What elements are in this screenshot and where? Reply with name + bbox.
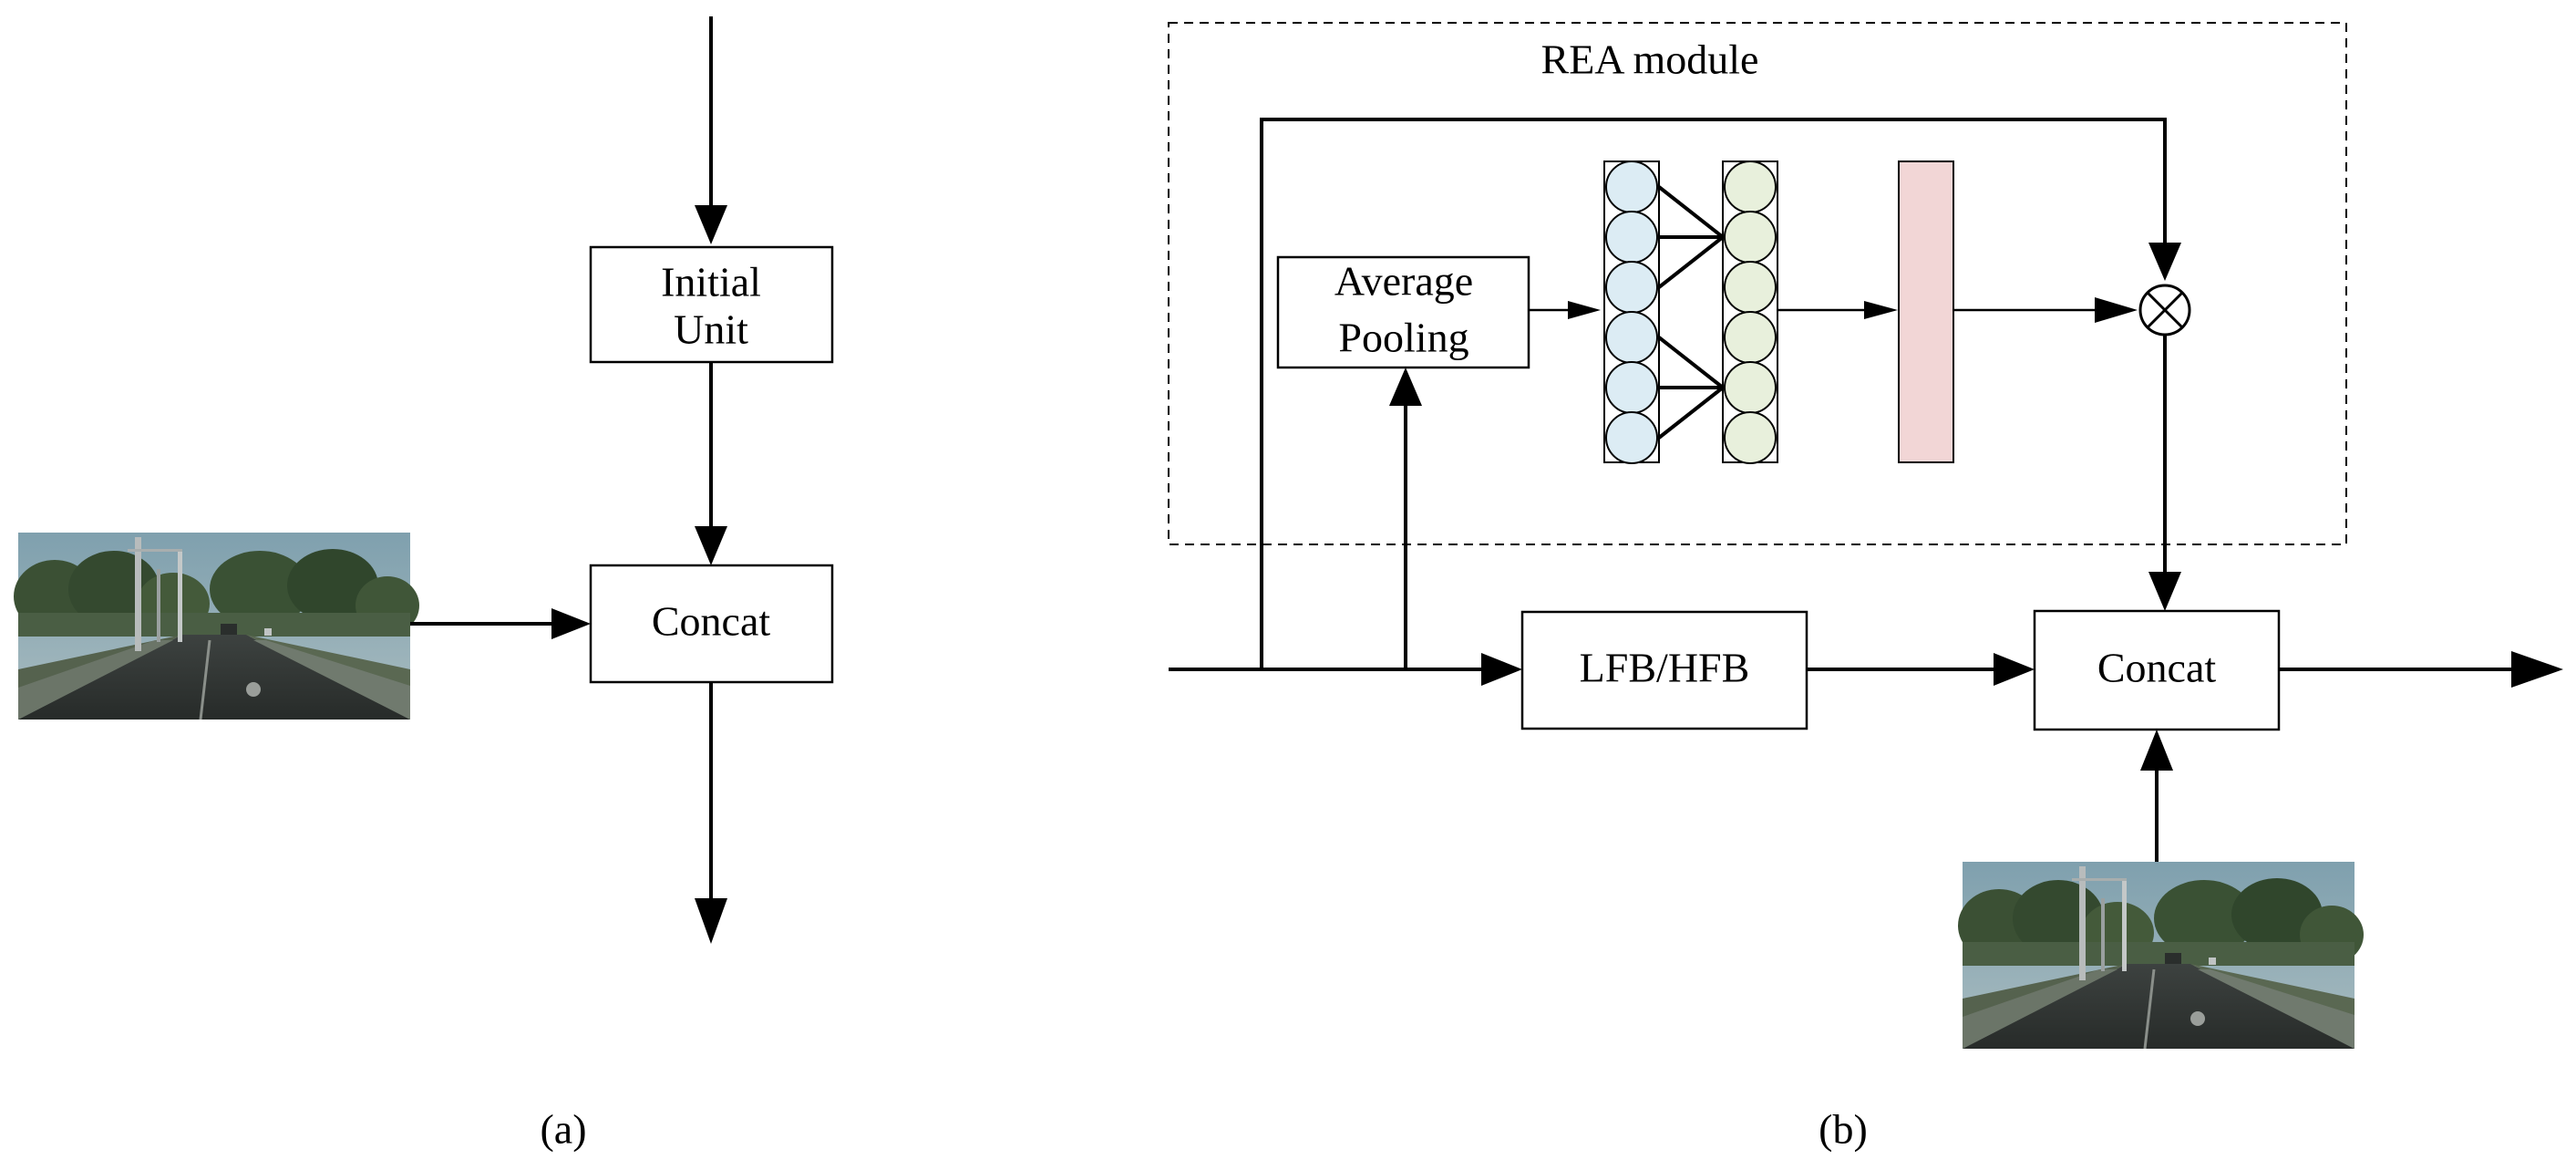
arrow-head-initial-unit <box>695 205 727 244</box>
arrow-head-multiply-left <box>2095 297 2138 323</box>
average-pooling-box <box>1276 255 1530 369</box>
fc-layer-2-node <box>1724 261 1777 314</box>
arrow-head-concat-bottom <box>2140 730 2173 771</box>
fc-layer-2 <box>1722 160 1778 464</box>
rea-module-frame <box>1168 22 2347 545</box>
arrow-head-image-concat-a <box>551 608 591 639</box>
fc-layer-2-node <box>1724 411 1777 464</box>
fc-layer-1-node <box>1605 411 1658 464</box>
panel-b: REA module Average Pooling <box>1168 22 2563 1153</box>
arrow-head-attention <box>1864 301 1898 319</box>
average-pooling-label-line2: Pooling <box>1338 315 1468 361</box>
arrow-head-output-a <box>695 898 727 944</box>
concat-box-b <box>2033 609 2281 731</box>
panel-a: Initial Unit Concat (a) <box>12 16 834 1153</box>
fc-layer-2-node <box>1724 211 1777 264</box>
fc-layer-1-node <box>1605 361 1658 414</box>
arrow-head-lfb <box>1481 653 1522 686</box>
arrow-head-multiply-top <box>2148 243 2181 281</box>
concat-label-b: Concat <box>2097 645 2217 691</box>
arrow-head-fc1 <box>1568 301 1601 319</box>
fc-layer-2-nodes <box>1724 160 1777 464</box>
road-scene-image-b <box>1956 860 2365 1051</box>
concat-label-a: Concat <box>652 598 771 645</box>
arrow-head-pooling <box>1389 368 1422 406</box>
initial-unit-label-line1: Initial <box>661 259 761 305</box>
fc-layer-1 <box>1603 160 1660 464</box>
multiply-operator <box>2138 284 2191 337</box>
fc-layer-2-node <box>1724 361 1777 414</box>
initial-unit-label-line2: Unit <box>674 306 748 353</box>
arrow-head-concat-left <box>1994 653 2035 686</box>
fc-connections <box>1657 185 1725 440</box>
rea-module-title: REA module <box>1541 36 1759 83</box>
fc-layer-1-nodes <box>1605 160 1658 464</box>
caption-a: (a) <box>540 1106 586 1153</box>
caption-b: (b) <box>1819 1106 1868 1153</box>
fc-layer-2-node <box>1724 311 1777 364</box>
road-scene-image-a <box>12 531 421 721</box>
fc-layer-1-node <box>1605 160 1658 213</box>
fc-layer-1-node <box>1605 211 1658 264</box>
arrow-head-output-b <box>2511 651 2563 688</box>
skip-connection-line <box>1260 118 2167 669</box>
fc-layer-1-node <box>1605 311 1658 364</box>
lfb-hfb-label: LFB/HFB <box>1580 645 1750 691</box>
arrow-head-concat-a <box>695 526 727 565</box>
fc-layer-2-node <box>1724 160 1777 213</box>
average-pooling-label-line1: Average <box>1334 258 1473 305</box>
concat-box-a <box>589 564 834 684</box>
fc-layer-1-node <box>1605 261 1658 314</box>
attention-weight-bar <box>1898 160 1954 463</box>
arrow-head-concat-top <box>2148 572 2181 611</box>
